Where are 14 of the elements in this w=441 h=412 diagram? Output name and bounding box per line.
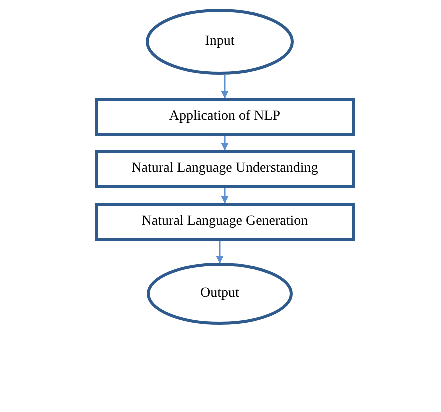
node-label: Application of NLP bbox=[169, 109, 281, 125]
arrow bbox=[221, 136, 229, 151]
node-label: Natural Language Generation bbox=[142, 214, 308, 230]
node-label: Natural Language Understanding bbox=[132, 161, 318, 177]
node-label: Input bbox=[205, 34, 235, 50]
process-box bbox=[95, 150, 355, 188]
process-box bbox=[95, 98, 355, 136]
arrow bbox=[221, 188, 229, 204]
terminal-ellipse bbox=[147, 263, 293, 325]
process-box bbox=[95, 203, 355, 241]
arrow bbox=[216, 241, 224, 264]
terminal-ellipse bbox=[146, 9, 294, 75]
arrow bbox=[221, 75, 229, 99]
node-label: Output bbox=[200, 286, 240, 302]
